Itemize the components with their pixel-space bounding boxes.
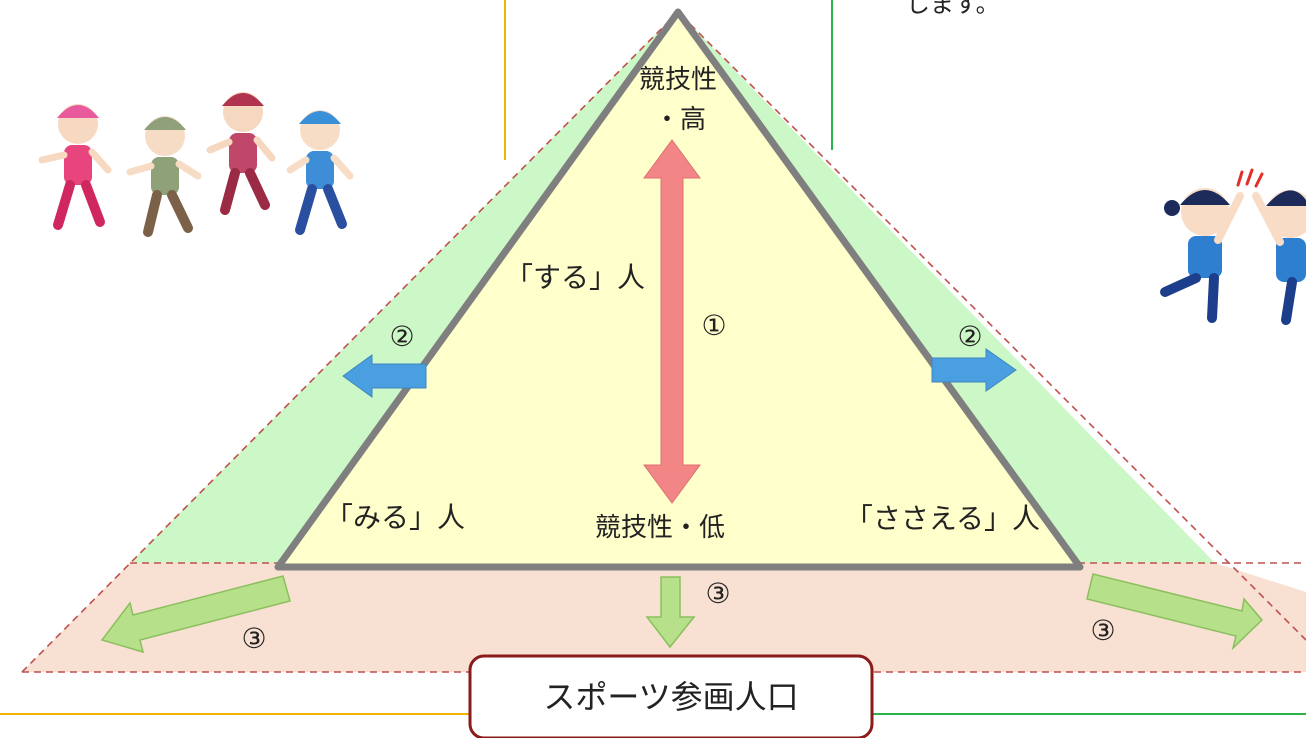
marker-2-right: ②	[957, 320, 982, 353]
red-double-arrow	[643, 139, 701, 504]
marker-3-left: ③	[241, 622, 266, 655]
green-arrow-right	[1086, 573, 1264, 651]
blue-arrow-right	[931, 348, 1017, 392]
miru-label: 「みる」人	[325, 501, 465, 534]
suru-label: 「する」人	[505, 261, 645, 294]
green-arrow-center	[645, 576, 696, 649]
participation-box-label: スポーツ参画人口	[543, 678, 798, 716]
marker-2-left: ②	[389, 320, 414, 353]
blue-arrow-left	[342, 354, 427, 398]
base-label: 競技性・低	[595, 513, 725, 543]
apex-label-line1: 競技性	[639, 65, 717, 95]
frame-lines	[0, 0, 1306, 715]
participation-box	[468, 654, 874, 738]
sasaeru-label: 「ささえる」人	[845, 502, 1040, 535]
top-right-text: します。	[906, 0, 1000, 18]
high-five-kids-illustration	[1160, 168, 1306, 325]
marker-3-center: ③	[705, 577, 730, 610]
runners-group-illustration	[38, 92, 354, 237]
marker-3-right: ③	[1090, 614, 1115, 647]
green-arrow-left	[100, 575, 291, 654]
apex-label-line2: ・高	[654, 105, 706, 135]
marker-1: ①	[701, 309, 726, 342]
